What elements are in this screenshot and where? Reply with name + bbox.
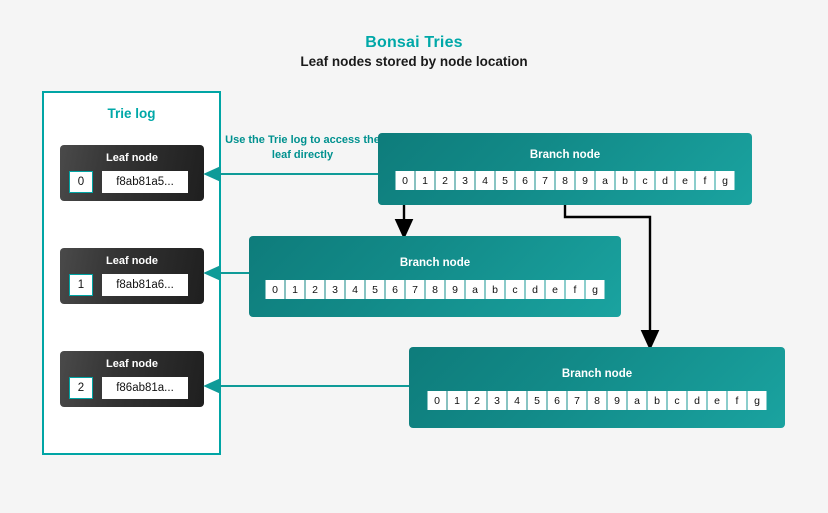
leaf-node-card-0[interactable]: Leaf node 0 f8ab81a5... bbox=[60, 145, 204, 201]
branch-node-cell[interactable]: e bbox=[675, 171, 695, 190]
leaf-node-label: Leaf node bbox=[106, 152, 158, 164]
branch-node-cell[interactable]: 2 bbox=[467, 391, 487, 410]
branch-node-cell[interactable]: 3 bbox=[487, 391, 507, 410]
branch-node-cell[interactable]: 8 bbox=[425, 280, 445, 299]
branch-node-label: Branch node bbox=[399, 257, 471, 269]
leaf-node-hash: f8ab81a5... bbox=[102, 171, 188, 193]
leaf-node-label: Leaf node bbox=[106, 358, 158, 370]
trie-log-title: Trie log bbox=[107, 106, 156, 121]
leaf-node-card-1[interactable]: Leaf node 1 f8ab81a6... bbox=[60, 248, 204, 304]
branch-node-label: Branch node bbox=[529, 149, 601, 161]
branch-node-cell[interactable]: b bbox=[647, 391, 667, 410]
branch-node-cell[interactable]: a bbox=[595, 171, 615, 190]
branch-node-cell[interactable]: g bbox=[715, 171, 735, 190]
branch-node-label: Branch node bbox=[561, 368, 633, 380]
branch-node-cell[interactable]: 8 bbox=[587, 391, 607, 410]
branch-node-cell[interactable]: d bbox=[655, 171, 675, 190]
branch-node-cell[interactable]: 0 bbox=[265, 280, 285, 299]
branch-node-cell[interactable]: e bbox=[545, 280, 565, 299]
leaf-node-hash: f86ab81a... bbox=[102, 377, 188, 399]
branch-node-cell[interactable]: b bbox=[485, 280, 505, 299]
page-title: Bonsai Tries bbox=[365, 34, 463, 51]
branch-node-cell[interactable]: 4 bbox=[507, 391, 527, 410]
leaf-node-hash: f8ab81a6... bbox=[102, 274, 188, 296]
branch-node-cell[interactable]: 1 bbox=[447, 391, 467, 410]
branch-node-cell[interactable]: 7 bbox=[535, 171, 555, 190]
leaf-node-row: 1 f8ab81a6... bbox=[69, 274, 188, 296]
branch-node-cell[interactable]: 8 bbox=[555, 171, 575, 190]
branch-node-cell[interactable]: 7 bbox=[567, 391, 587, 410]
branch-node-cell[interactable]: 3 bbox=[455, 171, 475, 190]
branch-node-cell[interactable]: 9 bbox=[607, 391, 627, 410]
branch-node-cell[interactable]: g bbox=[585, 280, 605, 299]
branch-node-cell[interactable]: d bbox=[687, 391, 707, 410]
branch-node-cell[interactable]: 1 bbox=[415, 171, 435, 190]
branch-node-cell[interactable]: 7 bbox=[405, 280, 425, 299]
branch-node-cell[interactable]: f bbox=[565, 280, 585, 299]
branch-node-cell[interactable]: f bbox=[727, 391, 747, 410]
branch-node-cell[interactable]: d bbox=[525, 280, 545, 299]
trie-log-annotation: Use the Trie log to access the leaf dire… bbox=[225, 134, 380, 161]
page-subtitle: Leaf nodes stored by node location bbox=[300, 54, 528, 69]
branch-node-cell[interactable]: c bbox=[635, 171, 655, 190]
branch-node-cell[interactable]: 5 bbox=[527, 391, 547, 410]
branch-node-cell[interactable]: 4 bbox=[475, 171, 495, 190]
branch-node-cell[interactable]: 5 bbox=[365, 280, 385, 299]
branch-node-cell[interactable]: 2 bbox=[435, 171, 455, 190]
branch-node-cell[interactable]: a bbox=[465, 280, 485, 299]
branch-node-cell[interactable]: g bbox=[747, 391, 767, 410]
branch-node-cell[interactable]: 1 bbox=[285, 280, 305, 299]
leaf-node-index: 0 bbox=[69, 171, 93, 193]
branch-node-cell[interactable]: c bbox=[505, 280, 525, 299]
branch-node-cell[interactable]: 5 bbox=[495, 171, 515, 190]
branch-node-cell[interactable]: c bbox=[667, 391, 687, 410]
branch-node-cell[interactable]: 6 bbox=[385, 280, 405, 299]
branch-node-cell[interactable]: f bbox=[695, 171, 715, 190]
branch-node-cell[interactable]: 9 bbox=[575, 171, 595, 190]
branch-node-cell[interactable]: 2 bbox=[305, 280, 325, 299]
leaf-node-index: 1 bbox=[69, 274, 93, 296]
branch-node-cell[interactable]: 0 bbox=[395, 171, 415, 190]
leaf-node-row: 2 f86ab81a... bbox=[69, 377, 188, 399]
branch-node-cell[interactable]: 3 bbox=[325, 280, 345, 299]
leaf-node-row: 0 f8ab81a5... bbox=[69, 171, 188, 193]
branch-node-cell[interactable]: 6 bbox=[515, 171, 535, 190]
branch-node-cell[interactable]: 6 bbox=[547, 391, 567, 410]
leaf-node-index: 2 bbox=[69, 377, 93, 399]
leaf-node-label: Leaf node bbox=[106, 255, 158, 267]
branch-node-cell[interactable]: 0 bbox=[427, 391, 447, 410]
branch-node-cell[interactable]: b bbox=[615, 171, 635, 190]
branch-node-cell[interactable]: a bbox=[627, 391, 647, 410]
branch-node-cell[interactable]: e bbox=[707, 391, 727, 410]
branch-node-cell[interactable]: 9 bbox=[445, 280, 465, 299]
branch-node-cell[interactable]: 4 bbox=[345, 280, 365, 299]
leaf-node-card-2[interactable]: Leaf node 2 f86ab81a... bbox=[60, 351, 204, 407]
